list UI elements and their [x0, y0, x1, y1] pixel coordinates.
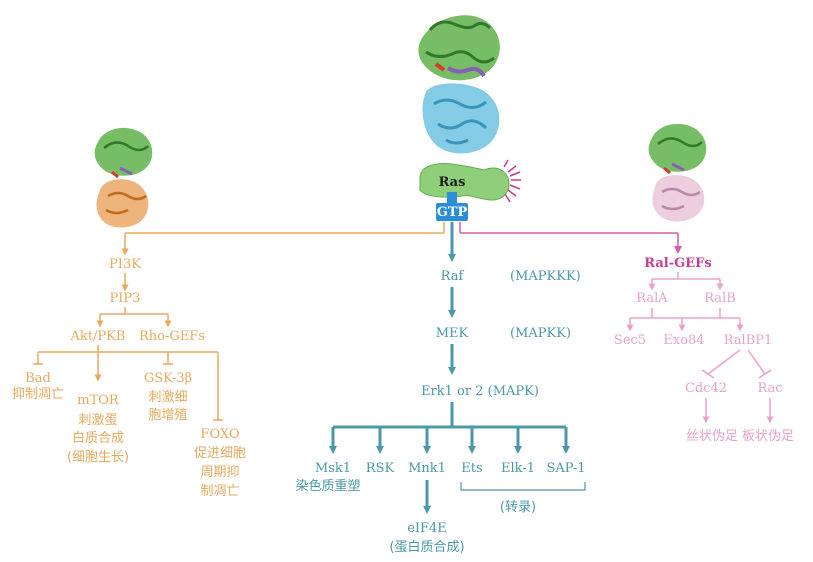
rho-gefs-label: Rho-GEFs — [139, 329, 205, 344]
eif4e-label: eIF4E — [407, 521, 447, 536]
mtor-label: mTOR — [77, 393, 120, 408]
transcription-bracket — [460, 482, 586, 491]
rala-label: RalA — [636, 291, 668, 306]
ets-label: Ets — [461, 461, 482, 476]
gtp-label: GTP — [437, 205, 468, 220]
msk1-label: Msk1 — [315, 461, 351, 476]
erk-label: Erk1 or 2 (MAPK) — [421, 384, 539, 399]
gsk3b-desc-2: 胞增殖 — [148, 407, 187, 423]
foxo-desc-1: 促进细胞 — [194, 446, 246, 461]
mtor-desc-2: 白质合成 — [72, 430, 124, 446]
pi3k-structure — [94, 127, 153, 228]
pip3-label: PIP3 — [110, 291, 141, 306]
inhibit-rac-bar — [758, 369, 772, 379]
bad-label: Bad — [25, 371, 51, 386]
elk1-label: Elk-1 — [501, 461, 535, 476]
gsk3b-desc-1: 刺激细 — [148, 390, 187, 405]
mek-label: MEK — [436, 326, 469, 341]
gtp-stem — [447, 192, 457, 204]
inhibit-cdc42-bar — [701, 369, 715, 379]
activation-rays — [503, 159, 521, 203]
ras-label: Ras — [439, 175, 466, 190]
ral-gefs-label: Ral-GEFs — [644, 256, 711, 271]
rac-label: Rac — [757, 381, 782, 396]
mek-type-label: (MAPKK) — [510, 326, 571, 341]
foxo-desc-2: 周期抑 — [200, 465, 239, 480]
sap1-label: SAP-1 — [547, 461, 586, 476]
raf-type-label: (MAPKKK) — [510, 269, 581, 284]
ras-node: Ras — [419, 159, 521, 203]
ralgef-structure — [648, 123, 707, 222]
sec5-label: Sec5 — [614, 333, 646, 348]
gtp-box — [436, 203, 468, 221]
inhibit-rac — [747, 349, 766, 375]
foxo-desc-3: 制凋亡 — [200, 484, 239, 499]
pi3k-label: PI3K — [109, 257, 141, 272]
ras-structure-top — [418, 15, 500, 154]
outcome-label: 丝状伪足 板状伪足 — [686, 429, 794, 444]
foxo-label: FOXO — [200, 427, 239, 442]
mtor-desc-1: 刺激蛋 — [78, 413, 117, 428]
transcription-label: (转录) — [500, 500, 536, 515]
rsk-label: RSK — [366, 461, 395, 476]
bad-desc: 抑制凋亡 — [12, 387, 64, 402]
cdc42-label: Cdc42 — [685, 381, 727, 396]
gsk3b-label: GSK-3β — [144, 371, 192, 386]
mtor-desc-3: (细胞生长) — [67, 450, 129, 465]
eif4e-desc: (蛋白质合成) — [389, 539, 464, 555]
akt-label: Akt/PKB — [70, 329, 126, 344]
mnk1-label: Mnk1 — [408, 461, 446, 476]
raf-label: Raf — [441, 269, 465, 284]
msk1-desc: 染色质重塑 — [295, 478, 360, 494]
inhibit-cdc42 — [707, 349, 741, 375]
ralb-label: RalB — [704, 291, 736, 306]
ralbp1-label: RalBP1 — [724, 333, 773, 348]
exo84-label: Exo84 — [663, 333, 704, 348]
